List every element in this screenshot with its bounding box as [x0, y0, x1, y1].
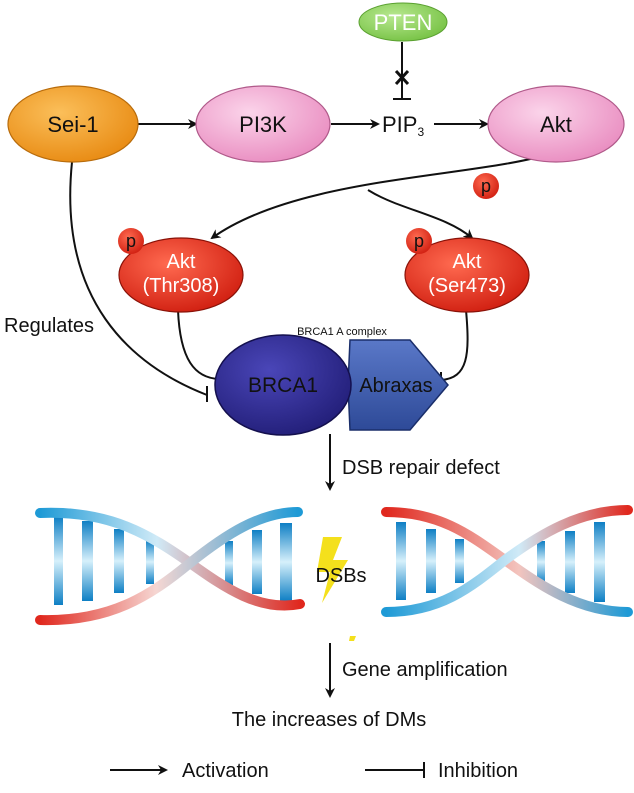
pten-node: PTEN [358, 2, 448, 42]
legend-inhibition: Inhibition [365, 760, 518, 782]
phospho-badge-ser473: p [406, 228, 432, 254]
thr308-inhibits-brca1-line [177, 309, 220, 380]
phospho-badge-thr308: p [118, 228, 144, 254]
sei1-node: Sei-1 [7, 85, 139, 163]
akt-ser473-node: Akt (Ser473) [404, 237, 530, 313]
arrow-akt-to-ser473 [367, 189, 474, 240]
ser473-inhibits-abraxas-line [440, 309, 469, 381]
gene-amplification-label: Gene amplification [342, 659, 508, 681]
dna-right-strand-b [381, 505, 633, 617]
dsb-repair-label: DSB repair defect [342, 457, 500, 479]
legend-inhibition-label: Inhibition [438, 760, 518, 782]
akt-label: Akt [540, 112, 572, 137]
dna-left-fragment [35, 507, 305, 626]
brca1-node: BRCA1 [214, 334, 352, 436]
pip3-node: PIP3 [382, 112, 424, 139]
akt-ser473-name: Akt [453, 251, 482, 273]
akt-thr308-name: Akt [167, 251, 196, 273]
sei1-label: Sei-1 [47, 112, 98, 137]
svg-text:p: p [481, 176, 491, 196]
lightning-bolt-icon [317, 537, 356, 641]
pi3k-node: PI3K [195, 85, 331, 163]
pi3k-label: PI3K [239, 112, 287, 137]
svg-text:p: p [414, 231, 424, 251]
result-label: The increases of DMs [232, 709, 427, 731]
arrow-akt-to-thr308 [210, 151, 557, 240]
dna-left-strand-b [35, 507, 303, 626]
akt-thr308-site: (Thr308) [143, 275, 220, 297]
brca1-label: BRCA1 [248, 374, 318, 397]
svg-text:p: p [126, 231, 136, 251]
legend: Activation Inhibition [110, 760, 518, 782]
sei1-regulates-brca1-line [69, 161, 208, 396]
dna-right-fragment [381, 505, 633, 617]
akt-node: Akt [487, 85, 625, 163]
akt-ser473-site: (Ser473) [428, 275, 506, 297]
pten-label: PTEN [374, 10, 433, 35]
legend-activation-label: Activation [182, 760, 269, 782]
abraxas-node: Abraxas [347, 339, 449, 431]
blocked-x-mark [394, 69, 410, 86]
brca1-complex-label: BRCA1 A complex [297, 326, 387, 338]
abraxas-label: Abraxas [359, 375, 432, 397]
phospho-badge-akt: p [473, 173, 499, 199]
akt-thr308-node: Akt (Thr308) [118, 237, 244, 313]
dna-right-rungs [396, 522, 605, 602]
pip3-label: PIP3 [382, 112, 424, 139]
dsbs-label: DSBs [315, 565, 366, 587]
dna-left-rungs [54, 517, 292, 605]
legend-activation: Activation [110, 760, 269, 782]
regulates-label: Regulates [4, 315, 94, 337]
